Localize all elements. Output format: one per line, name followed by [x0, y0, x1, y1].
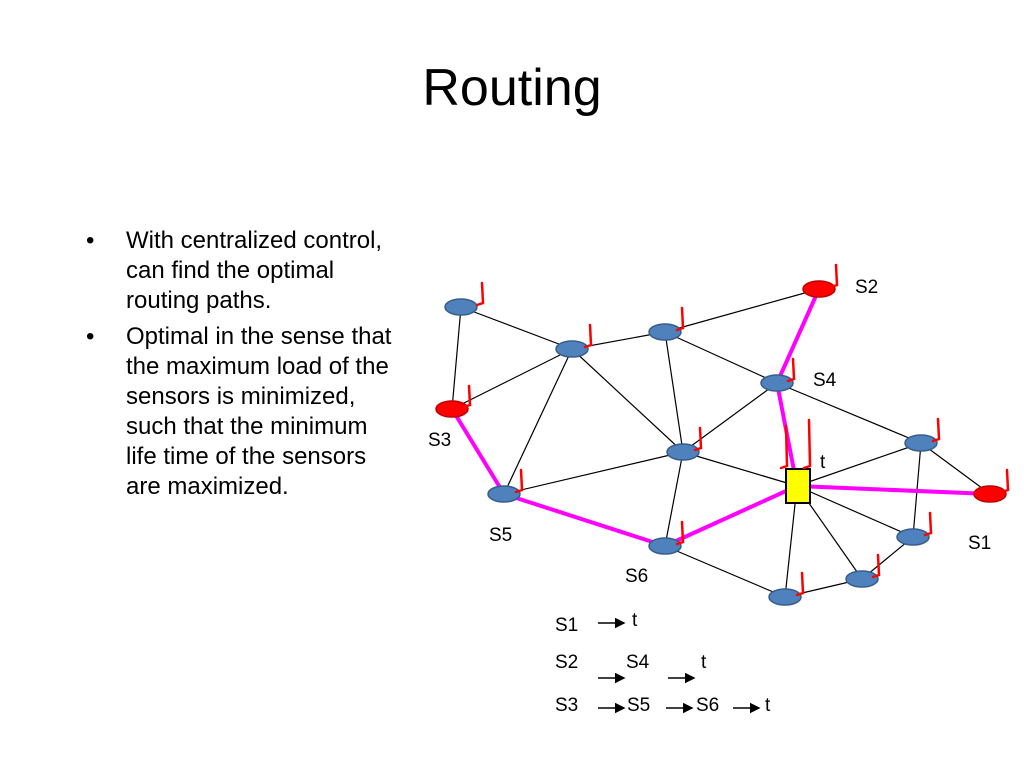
node-label-t: t	[820, 452, 826, 473]
load-mark-icon	[514, 468, 524, 494]
route-list: S1 t S2 S4 t S3 S5 S6 t	[555, 610, 771, 716]
bullet-icon: •	[86, 227, 95, 254]
route-node: t	[701, 652, 707, 673]
sensor-node	[555, 340, 589, 358]
load-mark-icon	[675, 306, 685, 332]
link	[460, 306, 573, 350]
slide-title: Routing	[422, 59, 602, 117]
sensor-node-s4	[760, 374, 794, 392]
sensor-node-s5	[487, 485, 521, 503]
route-node: S2	[555, 652, 578, 673]
bullet-text: Optimal in the sense that the maximum lo…	[126, 323, 392, 500]
route-node: S5	[627, 695, 650, 716]
route-node: S3	[555, 695, 578, 716]
load-mark-icon	[923, 511, 933, 537]
load-mark-icon	[931, 417, 941, 443]
node-label-s4: S4	[813, 370, 837, 391]
source-node-s2	[802, 280, 836, 298]
link	[776, 382, 922, 444]
route-node: S4	[626, 652, 650, 673]
link	[784, 485, 798, 598]
load-mark-icon	[802, 418, 812, 470]
network-links	[451, 288, 991, 598]
link	[503, 451, 684, 495]
link	[664, 331, 778, 384]
route-item: S3 S5 S6 t	[555, 695, 771, 716]
route-item: S1 t	[555, 610, 638, 636]
route-node: S1	[555, 615, 578, 636]
link	[451, 348, 573, 410]
bullet-item: • With centralized control, can find the…	[86, 226, 396, 316]
sensor-node	[845, 570, 879, 588]
routing-paths	[450, 288, 991, 548]
load-mark-icon	[1000, 468, 1010, 494]
sensor-node	[904, 434, 938, 452]
sink-node-t	[785, 468, 811, 504]
load-mark-icon	[583, 323, 593, 349]
link	[664, 451, 684, 547]
node-label-s5: S5	[489, 525, 512, 546]
route-segment	[796, 484, 991, 496]
link	[503, 348, 573, 495]
link	[664, 545, 786, 598]
bullet-list: • With centralized control, can find the…	[86, 226, 396, 508]
bullet-icon: •	[86, 323, 95, 350]
sensor-node	[444, 298, 478, 316]
source-node-s1	[973, 485, 1007, 503]
link	[796, 485, 914, 538]
load-mark-icon	[795, 571, 805, 597]
link	[664, 288, 820, 333]
route-segment	[450, 407, 506, 496]
node-label-s1: S1	[968, 533, 991, 554]
load-mark-icon	[871, 553, 881, 579]
bullet-item: • Optimal in the sense that the maximum …	[86, 322, 396, 502]
node-label-s6: S6	[625, 566, 648, 587]
load-mark-icon	[779, 424, 789, 470]
link	[920, 442, 991, 495]
route-segment	[503, 492, 666, 548]
link	[682, 451, 798, 487]
route-item: S2 S4 t	[555, 652, 707, 684]
link	[571, 348, 684, 453]
node-label-s2: S2	[855, 277, 878, 298]
bullet-text: With centralized control, can find the o…	[126, 227, 383, 314]
load-mark-icon	[475, 281, 485, 307]
route-segment	[664, 484, 798, 548]
sensor-node	[896, 528, 930, 546]
source-nodes	[435, 280, 1007, 503]
link	[664, 331, 684, 453]
load-mark-icon	[462, 384, 472, 409]
load-mark-icon	[693, 426, 703, 452]
sensor-node	[666, 443, 700, 461]
load-mark-icon	[786, 357, 796, 383]
sensor-node	[768, 588, 802, 606]
sensor-nodes	[444, 298, 938, 606]
source-node-s3	[435, 400, 469, 418]
route-node: S6	[696, 695, 719, 716]
load-marks	[462, 263, 1010, 597]
route-node: t	[632, 610, 638, 631]
node-label-s3: S3	[428, 430, 451, 451]
sensor-node-s6	[648, 537, 682, 555]
route-segment	[775, 288, 821, 384]
sensor-node	[648, 323, 682, 341]
link	[451, 306, 462, 410]
load-mark-icon	[675, 520, 685, 546]
link	[796, 442, 922, 487]
link	[682, 382, 778, 453]
route-node: t	[765, 695, 771, 716]
load-mark-icon	[829, 263, 839, 289]
